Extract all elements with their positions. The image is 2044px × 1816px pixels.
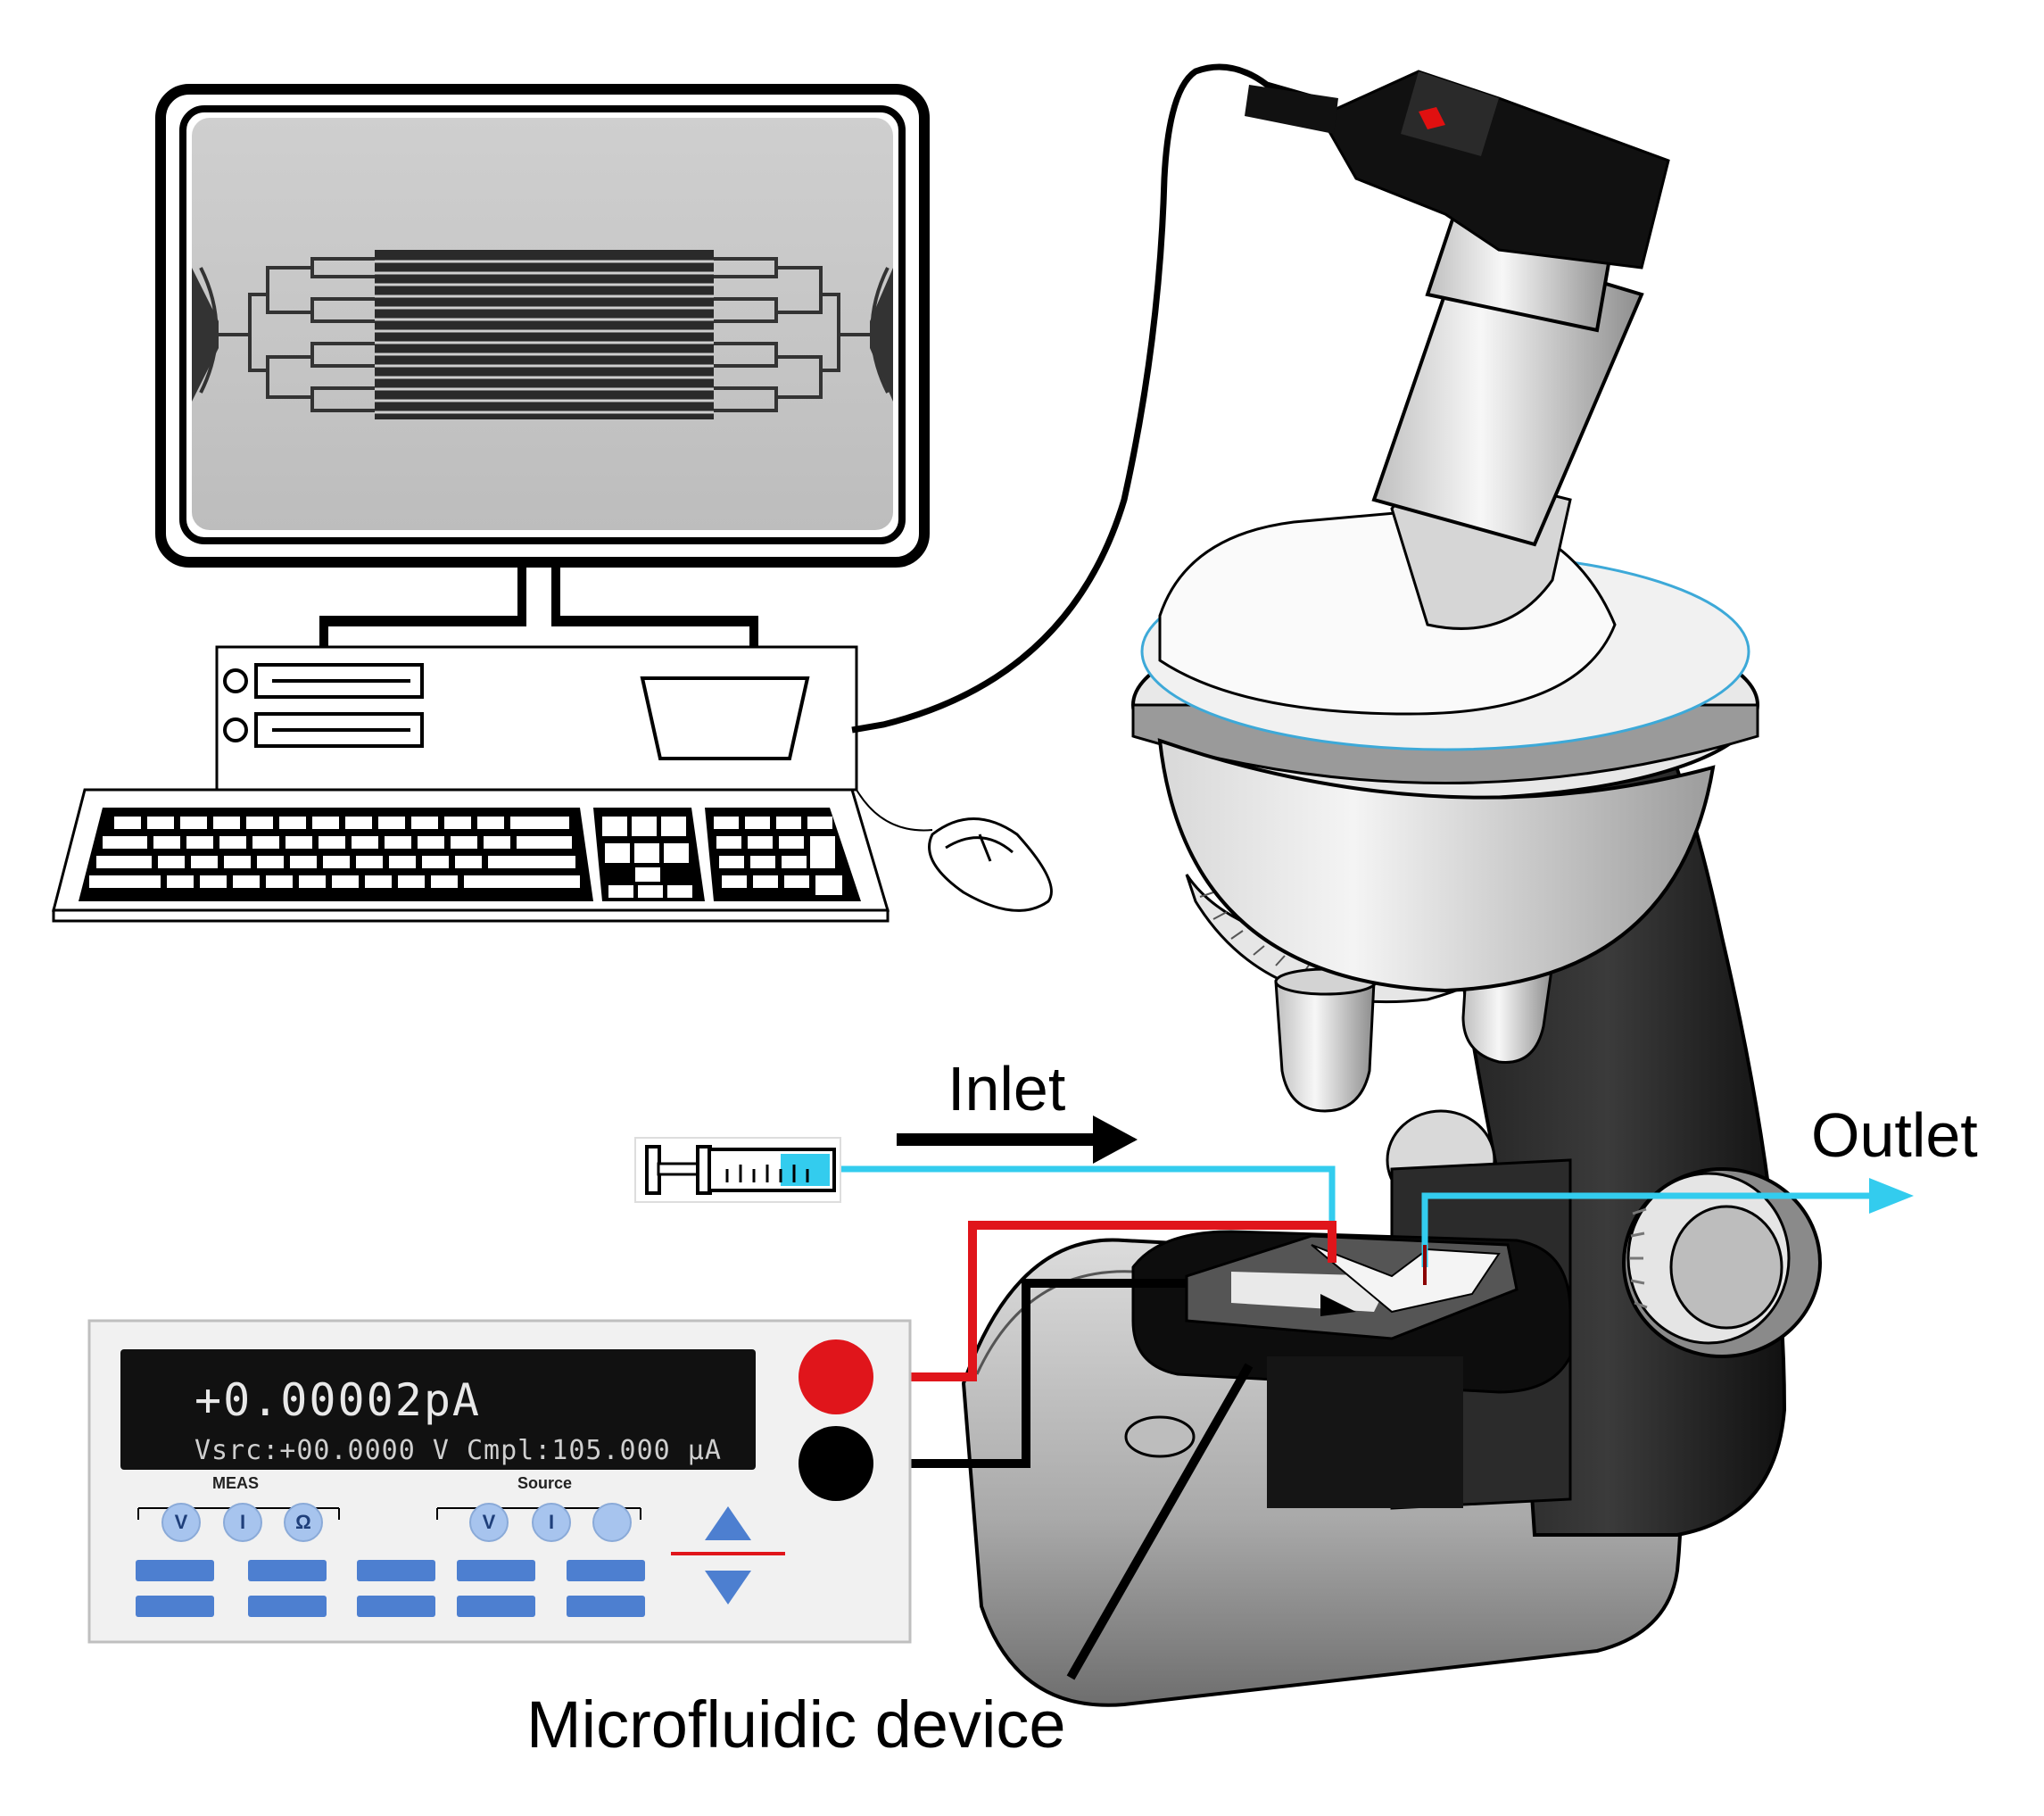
microfluidic-chip: [1185, 1234, 1519, 1340]
source-label: Source: [517, 1474, 573, 1492]
smu-button[interactable]: [357, 1560, 435, 1581]
computer-tower-icon: [215, 645, 858, 792]
microchannel-image: [192, 250, 893, 419]
smu-button[interactable]: [248, 1560, 327, 1581]
monitor-icon: [155, 84, 930, 651]
smu-status-line: Vsrc:+00.0000 V Cmpl:105.000 µA: [194, 1435, 722, 1466]
computer: [52, 84, 1053, 923]
keyboard-icon: [52, 788, 890, 923]
smu-button[interactable]: [567, 1560, 645, 1581]
smu-button[interactable]: [136, 1560, 214, 1581]
microscope-icon: [961, 70, 1822, 1707]
sourcemeter-icon: [87, 1319, 912, 1644]
meas-ohm-key[interactable]: Ω: [284, 1503, 323, 1542]
negative-terminal: [799, 1426, 873, 1501]
down-arrow-icon: [705, 1571, 751, 1605]
outlet-arrowhead: [1869, 1178, 1914, 1214]
mouse-icon: [856, 789, 1053, 912]
smu-button[interactable]: [567, 1596, 645, 1617]
meas-v-key[interactable]: V: [161, 1503, 201, 1542]
smu-button[interactable]: [248, 1596, 327, 1617]
meas-i-key[interactable]: I: [223, 1503, 262, 1542]
inlet-label: Inlet: [948, 1054, 1066, 1124]
meas-label: MEAS: [212, 1474, 260, 1492]
source-extra-key[interactable]: [592, 1503, 632, 1542]
smu-button[interactable]: [136, 1596, 214, 1617]
smu-button[interactable]: [357, 1596, 435, 1617]
device-pointer-line: [1066, 1363, 1254, 1680]
electrical-leads: [879, 1221, 1336, 1680]
inlet-arrow: [897, 1115, 1138, 1164]
syringe-icon: [634, 1137, 841, 1203]
microfluidic-device-label: Microfluidic device: [526, 1687, 1066, 1762]
positive-terminal: [799, 1339, 873, 1414]
smu-button[interactable]: [457, 1560, 535, 1581]
fluid-lines: [839, 1165, 1914, 1285]
up-arrow-icon: [705, 1506, 751, 1540]
source-i-key[interactable]: I: [532, 1503, 571, 1542]
usb-cable: [851, 63, 1330, 734]
smu-button[interactable]: [457, 1596, 535, 1617]
source-v-key[interactable]: V: [469, 1503, 509, 1542]
camera-icon: [1245, 70, 1670, 269]
smu-reading: +0.00002pA: [194, 1374, 482, 1426]
outlet-label: Outlet: [1811, 1100, 1978, 1170]
